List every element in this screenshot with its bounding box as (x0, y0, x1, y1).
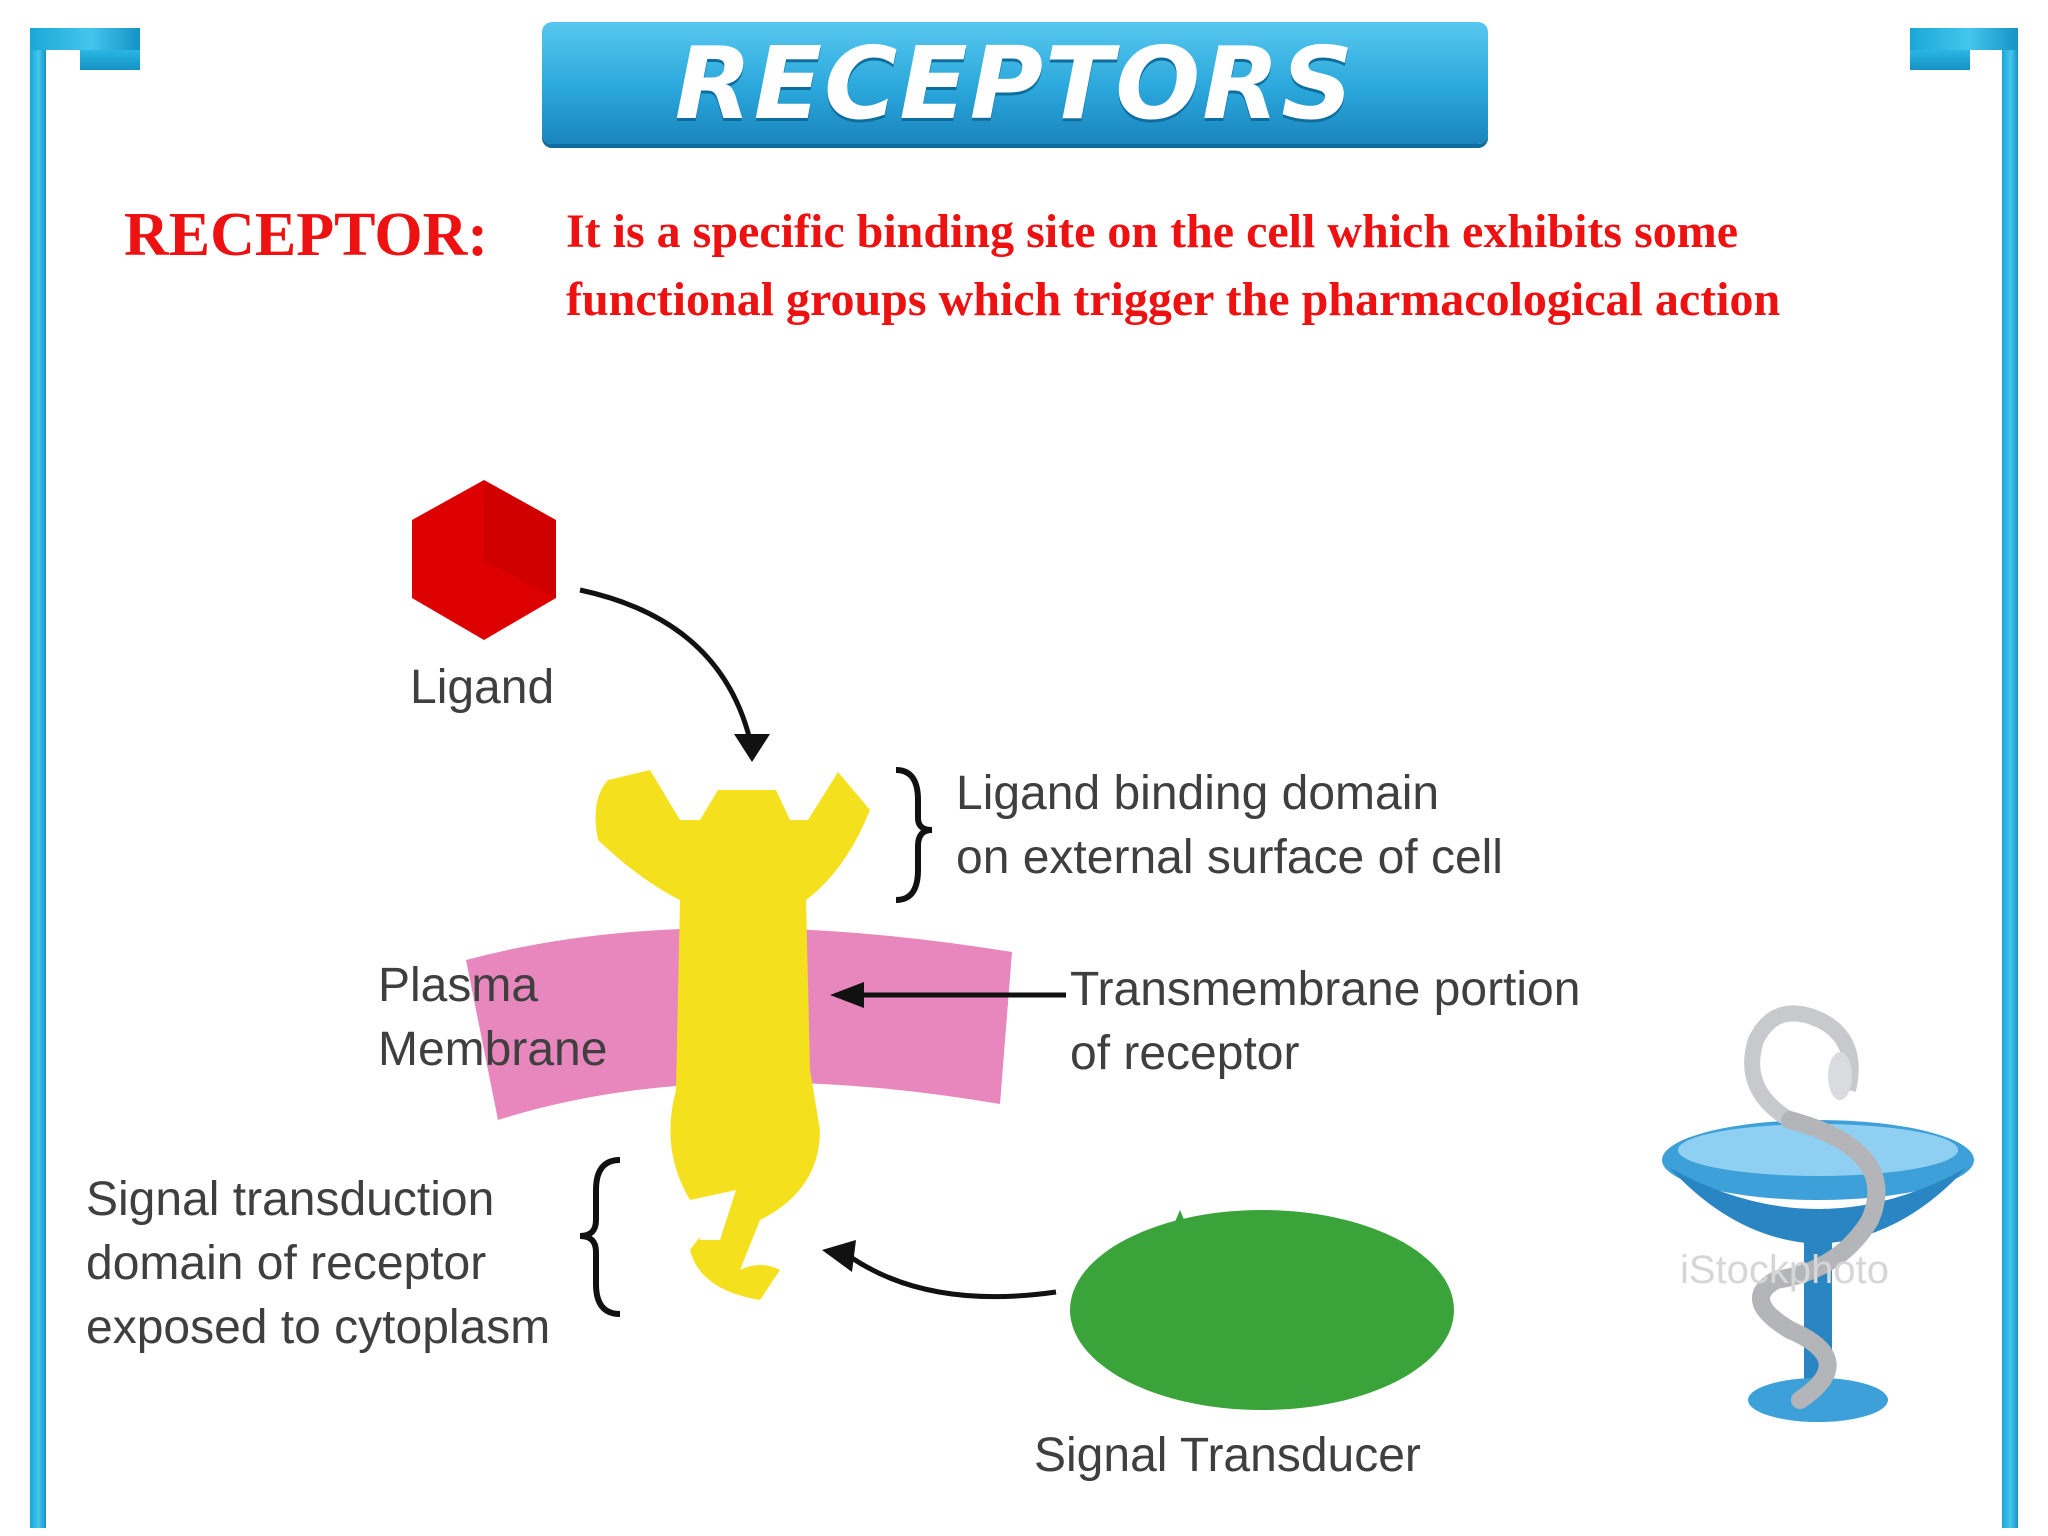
watermark: iStockphoto (1680, 1248, 1890, 1292)
definition-text: It is a specific binding site on the cel… (566, 205, 1781, 326)
title-banner: RECEPTORS (542, 22, 1488, 144)
transmembrane-line-2: of receptor (1070, 1027, 1300, 1080)
transmembrane-label: Transmembrane portion of receptor (1070, 958, 1580, 1086)
plasma-membrane-line-2: Membrane (378, 1023, 608, 1076)
frame-right-tip (1910, 50, 1970, 70)
signal-domain-brace (579, 1157, 621, 1317)
ligand-arrow (579, 587, 753, 741)
signal-domain-line-2: domain of receptor (86, 1237, 487, 1290)
ligand-arrow-head (734, 734, 770, 762)
transmembrane-arrow-head (830, 982, 864, 1008)
ligand-hexagon-shade (484, 480, 556, 598)
binding-domain-line-1: Ligand binding domain (956, 767, 1440, 820)
frame-left-tip (80, 50, 140, 70)
signal-domain-label: Signal transduction domain of receptor e… (86, 1168, 550, 1360)
definition-term: RECEPTOR: (124, 201, 489, 269)
page-title: RECEPTORS (674, 24, 1356, 142)
signal-transducer-star (1098, 1210, 1262, 1370)
signal-transducer-body (1070, 1210, 1454, 1410)
frame-right-bar (2002, 28, 2018, 1528)
frame-left-bar (30, 28, 46, 1528)
transducer-arrow-head (822, 1240, 856, 1272)
ligand-label: Ligand (410, 661, 555, 714)
binding-domain-label: Ligand binding domain on external surfac… (956, 762, 1503, 890)
transmembrane-line-1: Transmembrane portion (1070, 963, 1581, 1016)
binding-domain-line-2: on external surface of cell (956, 831, 1503, 884)
frame-right-top-bar (1910, 28, 2018, 50)
signal-domain-line-1: Signal transduction (86, 1173, 495, 1226)
receptor-notch (690, 1190, 736, 1240)
signal-transducer-label: Signal Transducer (1034, 1429, 1421, 1482)
signal-domain-line-3: exposed to cytoplasm (86, 1301, 551, 1354)
binding-domain-brace (895, 767, 933, 903)
frame-left-top-bar (30, 28, 140, 50)
bowl-of-hygieia-icon (1662, 1005, 1974, 1422)
receptor-shape (595, 770, 870, 1300)
plasma-membrane-label: Plasma Membrane (378, 954, 607, 1082)
plasma-membrane-line-1: Plasma (378, 959, 539, 1012)
transducer-arrow (850, 1255, 1057, 1300)
